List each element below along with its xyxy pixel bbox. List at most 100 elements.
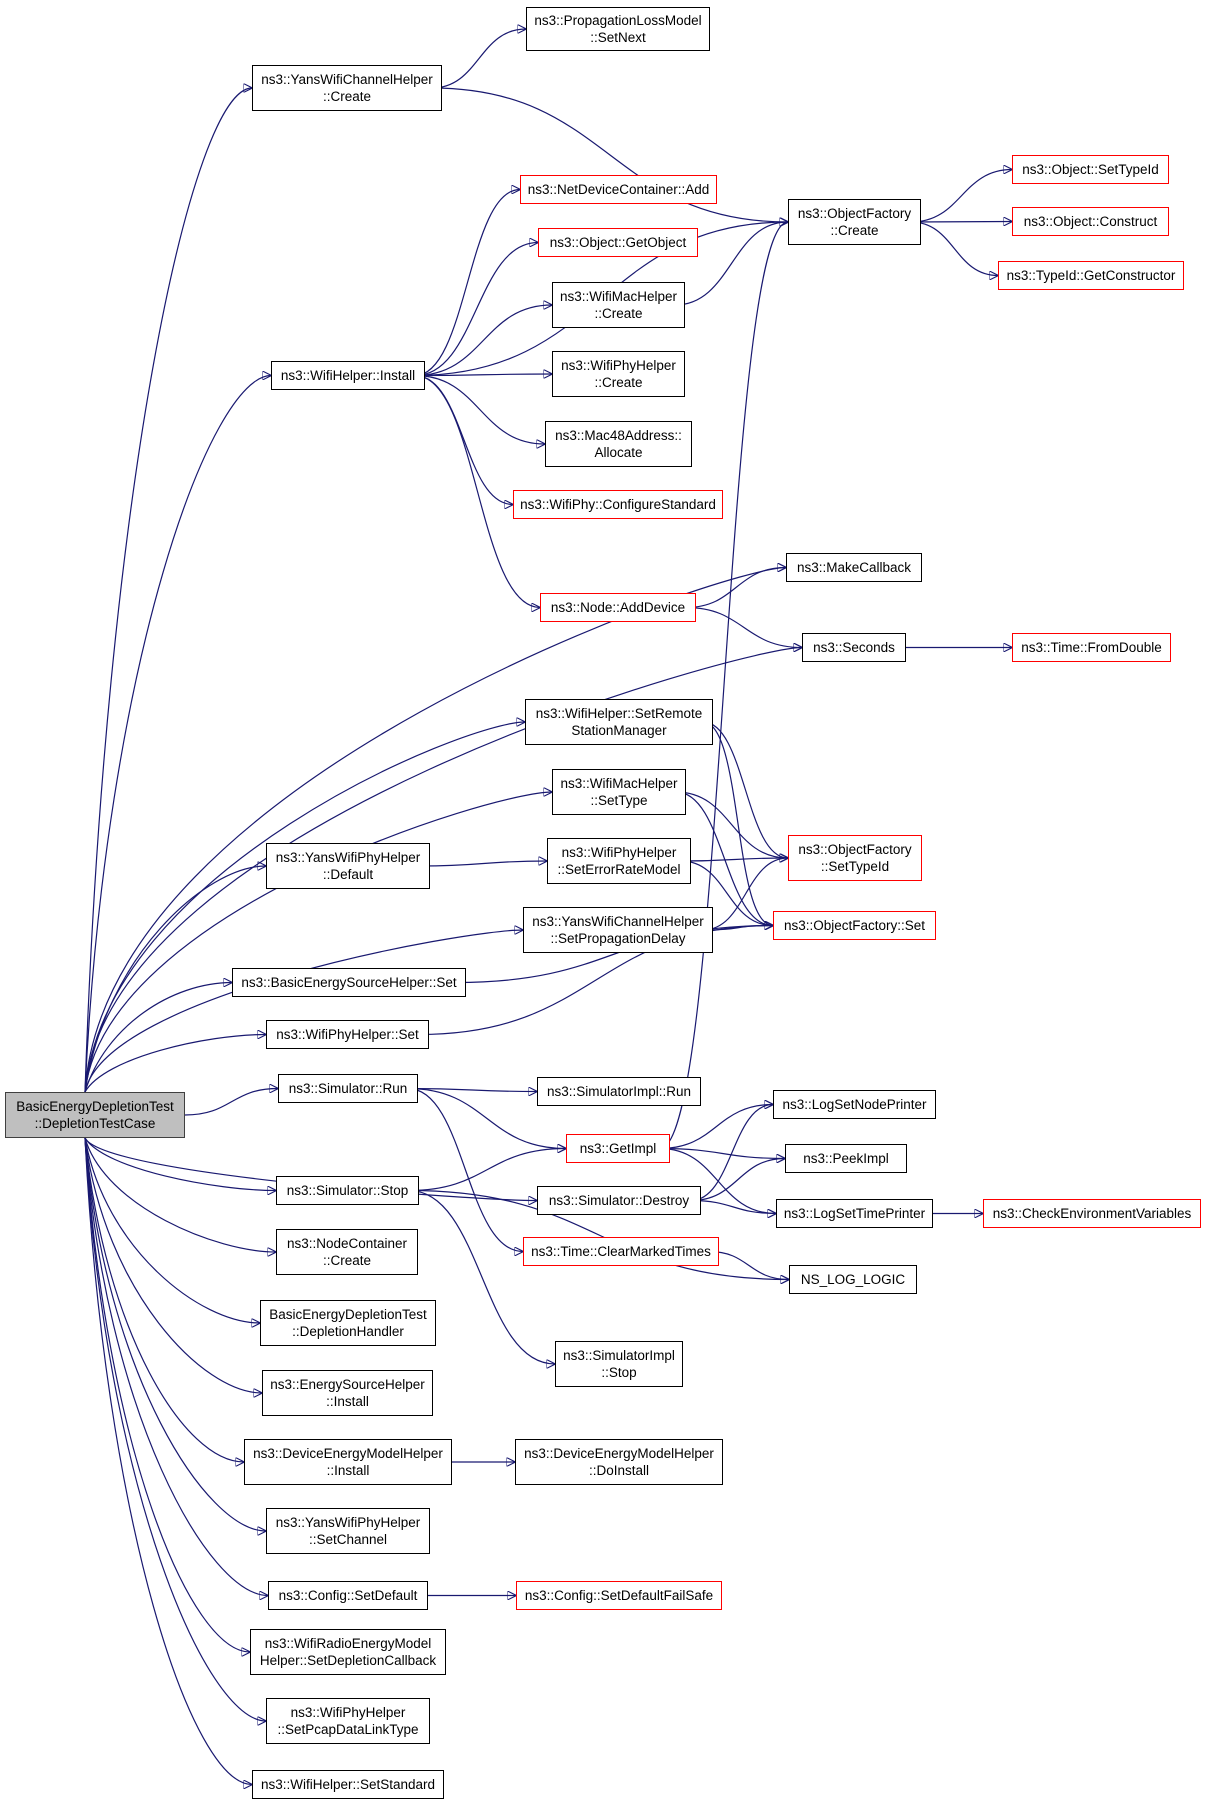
node-construct[interactable]: ns3::Object::Construct — [1012, 207, 1169, 236]
node-objfcreate[interactable]: ns3::ObjectFactory::Create — [788, 199, 921, 245]
node-getctor[interactable]: ns3::TypeId::GetConstructor — [998, 261, 1184, 290]
node-label: ::Install — [326, 1463, 370, 1478]
node-label: ::Create — [830, 223, 879, 238]
node-ofsettypeid[interactable]: ns3::ObjectFactory::SetTypeId — [788, 835, 922, 881]
node-seconds[interactable]: ns3::Seconds — [802, 633, 906, 662]
node-deminstall[interactable]: ns3::DeviceEnergyModelHelper::Install — [244, 1439, 452, 1485]
node-simstop[interactable]: ns3::Simulator::Stop — [276, 1176, 419, 1205]
edge-adddevice-to-makecb — [685, 568, 786, 609]
node-checkenv[interactable]: ns3::CheckEnvironmentVariables — [983, 1199, 1201, 1228]
node-label: ns3::ObjectFactory — [798, 842, 912, 857]
node-label: StationManager — [571, 723, 667, 738]
node-setstandard[interactable]: ns3::WifiHelper::SetStandard — [252, 1770, 444, 1799]
node-peekimpl[interactable]: ns3::PeekImpl — [785, 1144, 907, 1173]
edge-wifiinstall-to-getobject — [414, 243, 538, 377]
node-label: ns3::Seconds — [813, 640, 895, 655]
node-cfgfailsafe[interactable]: ns3::Config::SetDefaultFailSafe — [516, 1581, 722, 1610]
edge-wifiinstall-to-adddevice — [414, 374, 540, 608]
node-label: ns3::WifiPhyHelper::Set — [276, 1027, 419, 1042]
node-label: BasicEnergyDepletionTest — [16, 1099, 174, 1114]
node-simrun[interactable]: ns3::Simulator::Run — [278, 1074, 418, 1103]
node-label: ::SetPcapDataLinkType — [277, 1722, 419, 1737]
node-label: ns3::BasicEnergySourceHelper::Set — [241, 975, 457, 990]
node-simimplstop[interactable]: ns3::SimulatorImpl::Stop — [555, 1341, 683, 1387]
node-macccreate[interactable]: ns3::WifiMacHelper::Create — [552, 282, 685, 328]
node-esinstall[interactable]: ns3::EnergySourceHelper::Install — [262, 1370, 433, 1416]
node-yansdefault[interactable]: ns3::YansWifiPhyHelper::Default — [266, 843, 430, 889]
edge-yansdefault-to-seterrrate — [419, 861, 547, 867]
node-label: ns3::WifiPhyHelper — [290, 1705, 406, 1720]
node-root[interactable]: BasicEnergyDepletionTest::DepletionTestC… — [5, 1092, 185, 1138]
node-physet[interactable]: ns3::WifiPhyHelper::Set — [266, 1020, 429, 1049]
edge-macsettype-to-ofset — [675, 791, 773, 926]
node-nccreate[interactable]: ns3::NodeContainer::Create — [276, 1229, 418, 1275]
node-label: ::SetType — [590, 793, 648, 808]
node-phycreate[interactable]: ns3::WifiPhyHelper::Create — [552, 351, 685, 397]
edge-root-to-simstop — [84, 1137, 276, 1191]
edge-root-to-wifiradiocb — [84, 1137, 250, 1652]
edge-wifiinstall-to-macccreate — [414, 305, 552, 377]
node-label: ns3::NetDeviceContainer::Add — [527, 182, 710, 197]
node-proploss[interactable]: ns3::PropagationLossModel::SetNext — [526, 7, 710, 51]
node-seterrrate[interactable]: ns3::WifiPhyHelper::SetErrorRateModel — [547, 838, 691, 884]
edge-objfcreate-to-settypeid — [910, 170, 1012, 223]
edge-root-to-makecb — [84, 568, 786, 1093]
node-setchannel[interactable]: ns3::YansWifiPhyHelper::SetChannel — [266, 1508, 430, 1554]
edge-wifiinstall-to-ndcadd — [414, 190, 520, 377]
node-label: ns3::CheckEnvironmentVariables — [992, 1206, 1192, 1221]
node-configstd[interactable]: ns3::WifiPhy::ConfigureStandard — [513, 490, 723, 519]
node-fromdouble[interactable]: ns3::Time::FromDouble — [1012, 633, 1171, 662]
edge-yanschcreate-to-proploss — [431, 29, 526, 89]
edge-root-to-wifiinstall — [84, 376, 271, 1093]
edge-simrun-to-getimpl — [407, 1087, 566, 1149]
node-yanschcreate[interactable]: ns3::YansWifiChannelHelper::Create — [252, 65, 442, 111]
node-nslog[interactable]: NS_LOG_LOGIC — [789, 1265, 917, 1294]
node-label: Helper::SetDepletionCallback — [259, 1653, 437, 1668]
node-label: ns3::Node::AddDevice — [550, 600, 686, 615]
node-simdestroy[interactable]: ns3::Simulator::Destroy — [537, 1186, 701, 1215]
node-label: ns3::YansWifiChannelHelper — [261, 72, 433, 87]
node-demdoinstall[interactable]: ns3::DeviceEnergyModelHelper::DoInstall — [515, 1439, 723, 1485]
node-simimplrun[interactable]: ns3::SimulatorImpl::Run — [537, 1077, 701, 1106]
node-getobject[interactable]: ns3::Object::GetObject — [538, 228, 698, 257]
node-label: ::Default — [322, 867, 374, 882]
edge-besset-to-ofset — [455, 926, 773, 984]
node-label: ::Create — [322, 89, 372, 104]
node-label: ::DepletionTestCase — [34, 1116, 156, 1131]
node-label: ::SetChannel — [308, 1532, 388, 1547]
node-settypeid[interactable]: ns3::Object::SetTypeId — [1012, 155, 1169, 184]
edge-clearmarked-to-nslog — [708, 1250, 789, 1280]
node-label: ns3::WifiPhy::ConfigureStandard — [520, 497, 716, 512]
node-cfgsetdefault[interactable]: ns3::Config::SetDefault — [268, 1581, 428, 1610]
node-label: BasicEnergyDepletionTest — [269, 1307, 427, 1322]
edge-root-to-deplhandler — [84, 1137, 260, 1323]
node-wifiinstall[interactable]: ns3::WifiHelper::Install — [271, 361, 425, 390]
node-logtimeprinter[interactable]: ns3::LogSetTimePrinter — [776, 1199, 933, 1228]
node-macalloc[interactable]: ns3::Mac48Address::Allocate — [545, 421, 692, 467]
node-pcaptype[interactable]: ns3::WifiPhyHelper::SetPcapDataLinkType — [266, 1698, 430, 1744]
node-label: ns3::Object::Construct — [1023, 214, 1158, 229]
edge-yanschcreate-to-objfcreate — [431, 87, 788, 222]
edge-setremote-to-ofset — [702, 721, 773, 926]
node-deplhandler[interactable]: BasicEnergyDepletionTest::DepletionHandl… — [260, 1300, 436, 1346]
node-ndcadd[interactable]: ns3::NetDeviceContainer::Add — [520, 175, 717, 204]
edge-simstop-to-simimplstop — [408, 1189, 555, 1365]
edge-macsettype-to-ofsettypeid — [675, 791, 788, 858]
node-ofset[interactable]: ns3::ObjectFactory::Set — [773, 911, 936, 940]
node-getimpl[interactable]: ns3::GetImpl — [566, 1134, 670, 1163]
node-besset[interactable]: ns3::BasicEnergySourceHelper::Set — [232, 968, 466, 997]
node-lognodeprinter[interactable]: ns3::LogSetNodePrinter — [773, 1090, 936, 1119]
node-clearmarked[interactable]: ns3::Time::ClearMarkedTimes — [523, 1237, 719, 1266]
node-label: ::SetPropagationDelay — [550, 931, 686, 946]
node-label: ns3::TypeId::GetConstructor — [1006, 268, 1176, 283]
node-label: ::SetNext — [590, 30, 646, 45]
edge-simstop-to-nslog — [408, 1189, 789, 1280]
edge-simrun-to-simimplrun — [407, 1089, 537, 1092]
node-label: ns3::EnergySourceHelper — [270, 1377, 425, 1392]
node-setpropdelay[interactable]: ns3::YansWifiChannelHelper::SetPropagati… — [523, 907, 713, 953]
node-makecb[interactable]: ns3::MakeCallback — [786, 553, 922, 582]
node-adddevice[interactable]: ns3::Node::AddDevice — [540, 593, 696, 622]
node-macsettype[interactable]: ns3::WifiMacHelper::SetType — [552, 769, 686, 815]
